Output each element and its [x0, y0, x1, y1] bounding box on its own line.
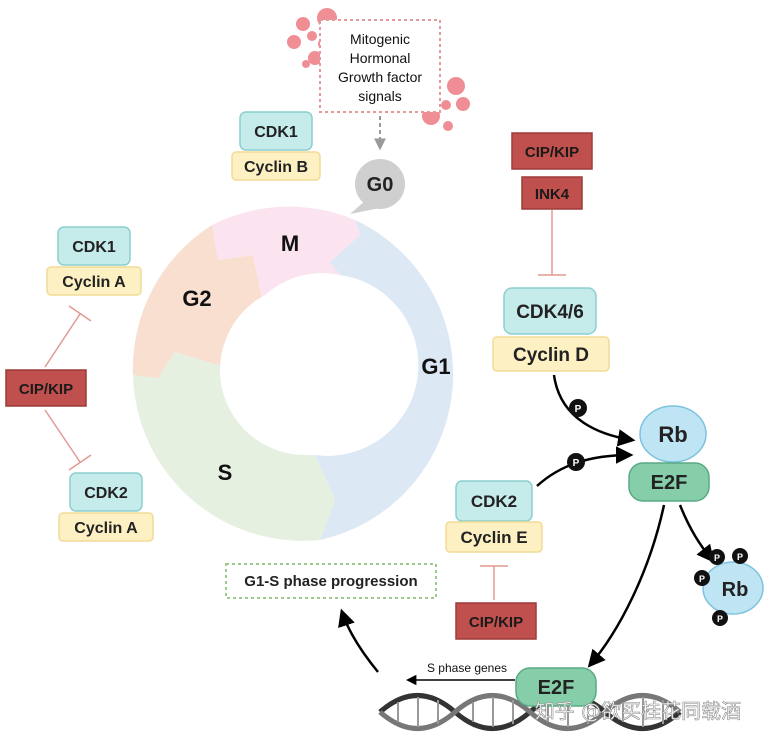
- dna-helix: [378, 693, 682, 731]
- s-phase-genes-label: S phase genes: [427, 661, 507, 675]
- phosphate-1: P: [569, 399, 587, 417]
- prb-phosphate-4: P: [717, 614, 723, 624]
- ink4-box: [521, 176, 583, 210]
- cdk1-cyclin-a-complex: CDK1 Cyclin A: [46, 226, 142, 296]
- phase-label-m: M: [281, 231, 299, 256]
- cyclin-b-label: Cyclin B: [244, 159, 308, 176]
- cdk1-a-label: CDK1: [72, 239, 116, 256]
- e2f-label: E2F: [651, 472, 688, 494]
- e2f-release-arrow: [587, 504, 666, 668]
- watermark: 知乎 @欲买桂花同载酒: [535, 699, 741, 723]
- cdk2-cyclin-a-complex: CDK2 Cyclin A: [58, 472, 154, 542]
- signals-line-4: signals: [358, 88, 402, 104]
- prb-phosphate-3: P: [699, 574, 705, 584]
- prb-phosphate-2: P: [737, 552, 743, 562]
- ink4-label: INK4: [535, 186, 570, 203]
- rb-e2f-complex: Rb E2F: [628, 405, 710, 502]
- cyclin-a-top-label: Cyclin A: [62, 274, 126, 291]
- phase-label-s: S: [218, 460, 233, 485]
- cdk46-cyclin-d-complex: CDK4/6 Cyclin D: [492, 287, 610, 372]
- phosphorylated-rb: Rb P P P P: [694, 548, 764, 626]
- phosphate-2: P: [567, 453, 585, 471]
- rb-label: Rb: [658, 422, 687, 447]
- cdk2-cyclin-e-complex: CDK2 Cyclin E: [445, 480, 543, 553]
- free-e2f: E2F: [515, 667, 597, 707]
- cyclin-a-bottom-label: Cyclin A: [74, 520, 138, 537]
- cyclin-e-inhibition-line: [480, 565, 508, 600]
- cyclin-e-label: Cyclin E: [460, 528, 527, 547]
- cell-cycle-ring: [132, 206, 454, 541]
- e2f-to-prb-arrow: [678, 504, 715, 563]
- free-e2f-label: E2F: [538, 677, 575, 699]
- s-segment: [133, 352, 335, 541]
- phase-label-g2: G2: [182, 286, 211, 311]
- m-segment: [212, 206, 360, 298]
- g1-s-progression-box: [225, 563, 437, 599]
- left-inhibition-lines: [44, 305, 92, 471]
- phosphate-1-label: P: [575, 404, 582, 415]
- signals-line-1: Mitogenic: [350, 31, 410, 47]
- bottom-cip-kip-label: CIP/KIP: [469, 614, 523, 631]
- signals-box: [319, 19, 441, 113]
- top-right-cip-kip-label: CIP/KIP: [525, 144, 579, 161]
- phase-label-g1: G1: [421, 354, 450, 379]
- cdk1-cyclin-b-complex: CDK1 Cyclin B: [231, 111, 321, 181]
- cdk46-to-rb-arrow: [552, 374, 636, 447]
- cdk46-label: CDK4/6: [516, 302, 584, 323]
- prb-phosphate-1: P: [714, 553, 720, 563]
- ink4-inhibition-line: [538, 210, 566, 276]
- left-cip-kip-box: [5, 369, 87, 407]
- bottom-cip-kip-box: [455, 602, 537, 640]
- prb-label: Rb: [722, 579, 749, 601]
- g1-s-progression-label: G1-S phase progression: [244, 573, 417, 590]
- cdk1-b-label: CDK1: [254, 124, 298, 141]
- g0-bubble: G0: [350, 159, 405, 214]
- left-cip-kip-label: CIP/KIP: [19, 381, 73, 398]
- cyclin-d-label: Cyclin D: [513, 345, 589, 366]
- cdk2-a-label: CDK2: [84, 485, 128, 502]
- signals-line-2: Hormonal: [350, 50, 411, 66]
- cdk2-e-label: CDK2: [471, 492, 517, 511]
- signals-line-3: Growth factor: [338, 69, 422, 85]
- phase-label-g0: G0: [367, 174, 394, 196]
- g1-segment: [315, 220, 454, 540]
- dna-to-progression-arrow: [338, 608, 379, 673]
- phosphate-2-label: P: [573, 458, 580, 469]
- top-right-cip-kip-box: [511, 132, 593, 170]
